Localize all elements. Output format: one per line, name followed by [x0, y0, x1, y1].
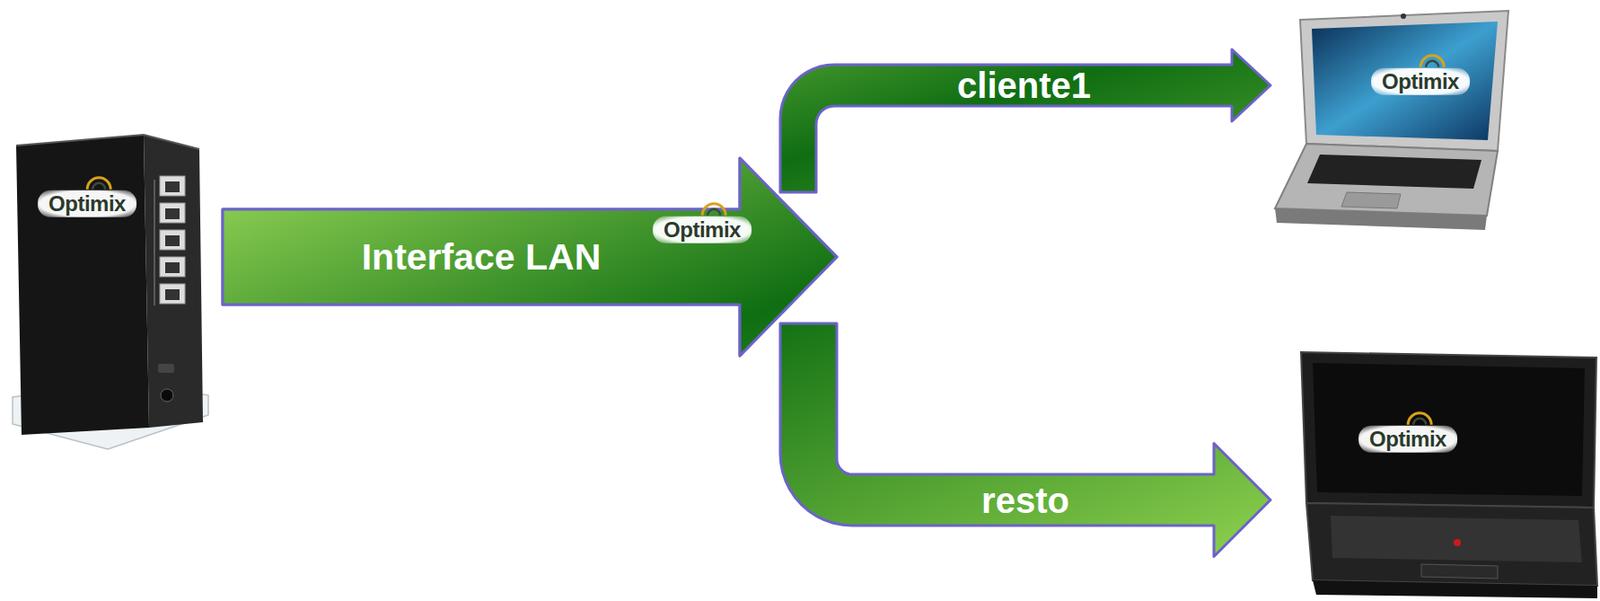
laptop-keyboard: [1330, 515, 1583, 563]
logo-arc-outer: [1407, 413, 1432, 425]
logo-arc-inner: [92, 183, 106, 190]
ethernet-port: [159, 283, 185, 304]
ethernet-port: [165, 208, 180, 220]
ethernet-port: [165, 262, 180, 273]
logo-arc-outer: [87, 177, 111, 190]
laptop-base: [1306, 502, 1598, 586]
logo-arc: [1420, 55, 1444, 68]
laptop-lid: [1300, 10, 1509, 151]
interface-label: Interface LAN: [361, 238, 602, 276]
laptop-illustration: [1274, 10, 1509, 230]
reset-button: [158, 363, 175, 373]
block-arrow: [222, 158, 1271, 557]
laptop-base: [1274, 143, 1498, 216]
ethernet-port: [165, 235, 180, 247]
ethernet-port: [165, 289, 180, 300]
router-front: [16, 134, 150, 435]
laptop-screen: [1311, 21, 1498, 141]
router-illustration: [12, 134, 209, 449]
laptop-touchpad: [1421, 563, 1498, 579]
edge-label: resto: [981, 482, 1070, 519]
logo-text: Optimix: [1358, 425, 1458, 453]
logo-arc: [702, 203, 726, 216]
laptop-front-edge: [1274, 208, 1487, 230]
ethernet-ports: [159, 175, 185, 304]
device-node: Optimix: [10, 132, 223, 453]
logo-text: Optimix: [37, 190, 137, 218]
edge-label: cliente1: [957, 67, 1091, 104]
device-node: Optimix: [1270, 346, 1597, 598]
ethernet-port: [159, 175, 185, 196]
logo-arc-inner: [707, 209, 721, 216]
logo-text: Optimix: [1371, 68, 1470, 96]
logo-arc: [1407, 413, 1432, 425]
laptop-front-edge: [1312, 580, 1598, 598]
led-strip: [154, 179, 156, 306]
logo-arc-inner: [1413, 418, 1426, 425]
device-node: Optimix: [1270, 8, 1518, 234]
webcam: [1400, 13, 1407, 19]
ethernet-port: [159, 202, 185, 223]
laptop-illustration: [1301, 351, 1598, 598]
logo-arc: [87, 177, 111, 190]
laptop-keyboard: [1307, 154, 1482, 189]
power-jack: [160, 388, 174, 402]
router-edge: [16, 134, 200, 150]
logo-watermark: Optimix: [652, 216, 752, 244]
ethernet-port: [165, 181, 180, 193]
laptop-touchpad: [1341, 192, 1401, 209]
logo-arc-outer: [702, 203, 726, 216]
ethernet-port: [159, 229, 185, 250]
laptop-screen: [1312, 362, 1585, 496]
logo-arc-outer: [1420, 55, 1444, 68]
ethernet-port: [159, 256, 185, 277]
laptop-lid: [1301, 351, 1597, 508]
router-side: [143, 134, 203, 428]
logo-arc-inner: [1425, 61, 1439, 68]
trackpoint: [1453, 538, 1461, 546]
